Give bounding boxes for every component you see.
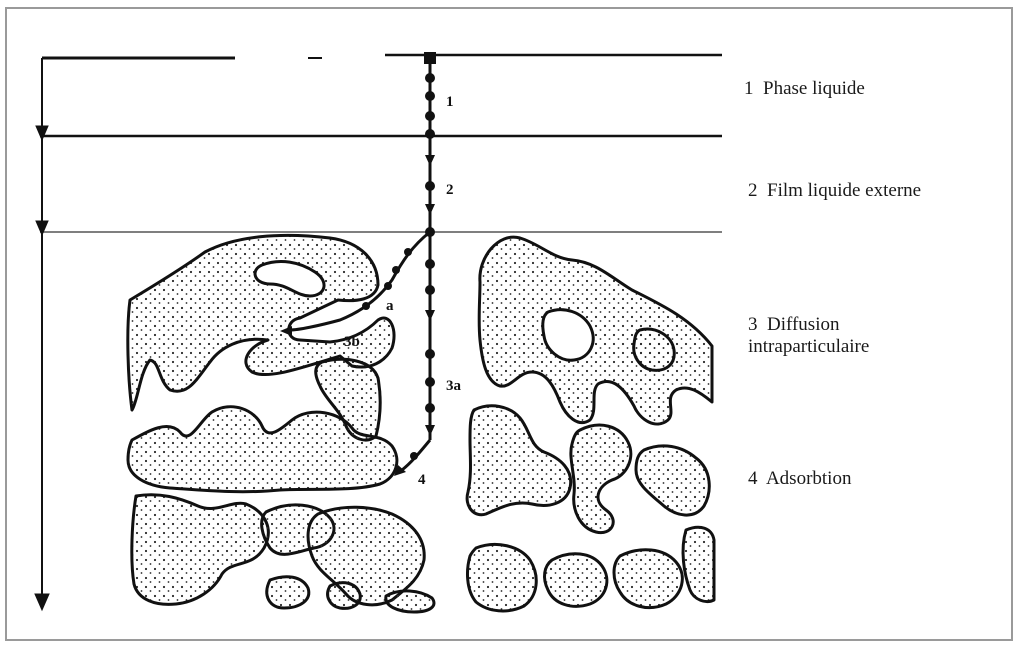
legend-text: Phase liquide <box>763 78 865 99</box>
legend-text: Film liquide externe <box>767 180 921 201</box>
adsorbent-particle-left <box>128 235 434 612</box>
legend-text: Adsorbtion <box>766 468 852 489</box>
step-label-3b: 3b <box>344 334 360 350</box>
legend-number: 1 <box>744 78 754 99</box>
phase-boundaries <box>40 55 722 232</box>
step-label-2: 2 <box>446 182 454 198</box>
legend-number: 3 <box>748 314 758 335</box>
adsorbent-particle-right <box>467 237 714 611</box>
legend-item-3: 3 Diffusion intraparticulaire <box>748 314 869 358</box>
step-label-3-a: a <box>386 298 394 314</box>
legend-item-2: 2 Film liquide externe <box>748 180 921 202</box>
step-label-4: 4 <box>418 472 426 488</box>
legend-number: 4 <box>748 468 758 489</box>
depth-arrow <box>35 58 49 610</box>
step-label-3a: 3a <box>446 378 462 394</box>
legend-text-line2: intraparticulaire <box>748 336 869 357</box>
legend-item-4: 4 Adsorbtion <box>748 468 851 490</box>
legend-text: Diffusion <box>767 314 839 335</box>
legend-number: 2 <box>748 180 758 201</box>
legend-item-1: 1 Phase liquide <box>744 78 865 100</box>
step-label-1: 1 <box>446 94 454 110</box>
